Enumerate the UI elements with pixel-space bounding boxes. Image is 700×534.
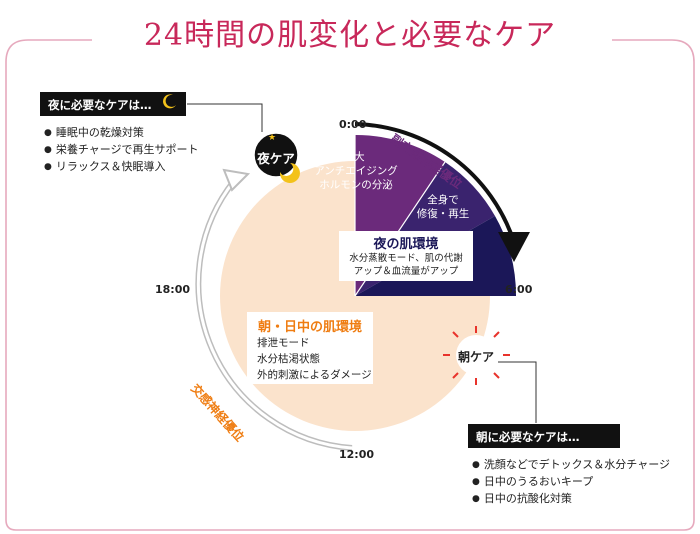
day-environment-heading: 朝・日中の肌環境 bbox=[257, 320, 362, 335]
day-environment-box: 朝・日中の肌環境 排泄モード 水分枯渇状態 外的刺激によるダメージ bbox=[247, 312, 373, 384]
morning-callout-heading: 朝に必要なケアは… bbox=[476, 429, 580, 444]
morning-callout-connector bbox=[498, 361, 537, 423]
crescent-moon-icon bbox=[162, 93, 178, 117]
repair-text: 全身で 修復・再生 bbox=[416, 194, 470, 220]
badge-moon-icon bbox=[279, 163, 300, 183]
night-care-list: 睡眠中の乾燥対策 栄養チャージで再生サポート リラックス＆快眠導入 bbox=[44, 124, 199, 175]
clock-label-12: 12:00 bbox=[339, 448, 375, 461]
morning-badge-rays bbox=[443, 326, 510, 385]
morning-badge-circle bbox=[456, 335, 496, 375]
night-environment-heading: 夜の肌環境 bbox=[373, 237, 439, 252]
list-item: 栄養チャージで再生サポート bbox=[44, 141, 199, 158]
clock-label-18: 18:00 bbox=[155, 283, 191, 296]
night-badge-circle bbox=[254, 133, 298, 177]
anti-aging-text: 2大 アンチエイジング ホルモンの分泌 bbox=[314, 151, 398, 191]
morning-care-list: 洗顔などでデトックス＆水分チャージ 日中のうるおいキープ 日中の抗酸化対策 bbox=[472, 456, 670, 507]
list-item: 日中のうるおいキープ bbox=[472, 473, 670, 490]
night-arc-arrow bbox=[354, 122, 516, 243]
clock-label-6: 6:00 bbox=[505, 283, 533, 296]
night-callout-connector bbox=[187, 103, 263, 132]
morning-care-callout: 朝に必要なケアは… bbox=[468, 424, 620, 448]
clock-label-0: 0:00 bbox=[339, 118, 367, 131]
list-item: 洗顔などでデトックス＆水分チャージ bbox=[472, 456, 670, 473]
night-care-badge: 夜ケア bbox=[257, 151, 295, 166]
list-item: 睡眠中の乾燥対策 bbox=[44, 124, 199, 141]
outer-frame bbox=[5, 39, 695, 531]
page-title: 24時間の肌変化と必要なケア bbox=[143, 18, 557, 53]
night-callout-heading: 夜に必要なケアは… bbox=[48, 97, 152, 112]
morning-care-badge: 朝ケア bbox=[457, 350, 494, 364]
night-care-callout: 夜に必要なケアは… bbox=[40, 92, 186, 116]
svg-text:★: ★ bbox=[268, 133, 276, 143]
list-item: リラックス＆快眠導入 bbox=[44, 158, 199, 175]
list-item: 日中の抗酸化対策 bbox=[472, 490, 670, 507]
night-environment-box: 夜の肌環境 水分蒸散モード、肌の代謝 アップ＆血流量がアップ bbox=[339, 231, 473, 281]
